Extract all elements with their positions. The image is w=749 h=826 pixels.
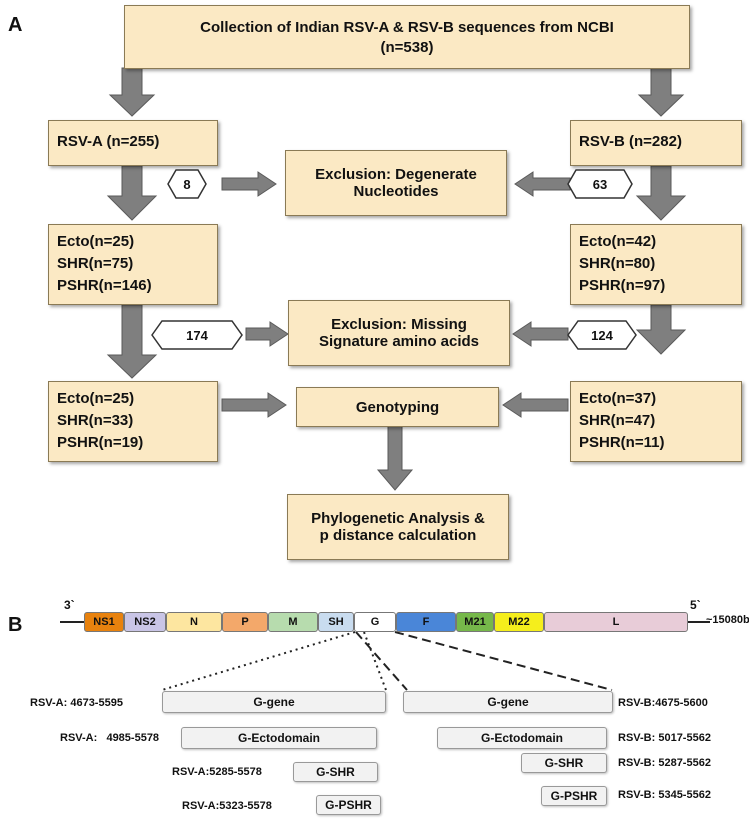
dot-line-left [161,631,356,691]
gene-p: P [222,612,268,632]
rsv-b-pshr-box: G-PSHR [541,786,607,806]
gene-m21: M21 [456,612,494,632]
hex-count-b1: 63 [592,176,608,192]
gene-f: F [396,612,456,632]
rsv-a-step3-shr: SHR(n=33) [57,412,134,429]
hex-shape-b1 [567,169,633,199]
rsv-b-step3-ecto: Ecto(n=37) [579,390,657,407]
rsv-a-shr-box: G-SHR [293,762,378,782]
phylogenetic-line1: Phylogenetic Analysis & [311,510,485,527]
arrow-down-b2 [635,165,687,221]
dash-line-right [394,631,613,691]
genotyping-box: Genotyping [296,387,499,427]
rsv-a-box: RSV-A (n=255) [48,120,218,166]
rsv-b-shr-coord: RSV-B: 5287-5562 [618,757,711,769]
gene-n: N [166,612,222,632]
collection-count: (n=538) [380,38,434,56]
hex-count-a2: 174 [186,327,208,343]
genome-end-3: 3` [64,598,75,612]
dash-line-mid-b [355,631,408,691]
rsv-b-step3-shr: SHR(n=47) [579,412,656,429]
rsv-a-ecto-box: G-Ectodomain [181,727,377,749]
arrow-left-ex2 [512,321,569,347]
gene-m: M [268,612,318,632]
phylogenetic-line2: p distance calculation [319,527,477,544]
rsv-b-pshr-coord: RSV-B: 5345-5562 [618,789,711,801]
hex-shape-b2 [567,320,637,350]
rsv-b-step2-box: Ecto(n=42) SHR(n=80) PSHR(n=97) [570,224,742,305]
arrow-down-b3 [635,304,687,355]
rsv-b-step3-pshr: PSHR(n=11) [579,434,665,451]
collection-box: Collection of Indian RSV-A & RSV-B seque… [124,5,690,69]
panel-label-a: A [8,14,23,36]
gene-g: G [354,612,396,632]
gene-m22: M22 [494,612,544,632]
rsv-b-label: RSV-B (n=282) [579,133,682,150]
exclusion-missing-line2: Signature amino acids [318,333,480,350]
rsv-b-ecto-box: G-Ectodomain [437,727,607,749]
rsv-b-step2-ecto: Ecto(n=42) [579,233,657,250]
arrow-right-ex2 [245,321,289,347]
arrow-down-a1 [108,67,156,117]
exclusion-missing-line1: Exclusion: Missing [331,316,467,333]
exclusion-degenerate-box: Exclusion: Degenerate Nucleotides [285,150,507,216]
exclusion-degenerate-line1: Exclusion: Degenerate [315,166,477,183]
collection-title: Collection of Indian RSV-A & RSV-B seque… [200,18,614,36]
rsv-b-step2-shr: SHR(n=80) [579,255,656,272]
exclusion-missing-box: Exclusion: Missing Signature amino acids [288,300,510,366]
rsv-b-ggene-box: G-gene [403,691,613,713]
arrow-down-a2 [106,165,158,221]
rsv-a-shr-coord: RSV-A:5285-5578 [172,766,262,778]
arrow-left-ex1 [514,171,571,197]
arrow-right-ex1 [221,171,277,197]
gene-ns2: NS2 [124,612,166,632]
dot-line-mid-a [363,631,387,691]
rsv-a-ecto-coord: RSV-A: 4985-5578 [60,732,160,744]
arrow-down-b1 [637,67,685,117]
rsv-a-label: RSV-A (n=255) [57,133,160,150]
rsv-a-ggene-coord: RSV-A: 4673-5595 [30,697,123,709]
rsv-a-step2-pshr: PSHR(n=146) [57,277,152,294]
rsv-a-step3-box: Ecto(n=25) SHR(n=33) PSHR(n=19) [48,381,218,462]
hex-count-b2: 124 [591,327,613,343]
rsv-a-step2-ecto: Ecto(n=25) [57,233,135,250]
arrow-right-geno [221,392,287,418]
gene-ns1: NS1 [84,612,124,632]
genome-length: ~15080bp [706,614,749,626]
rsv-b-box: RSV-B (n=282) [570,120,742,166]
rsv-b-ggene-coord: RSV-B:4675-5600 [618,697,708,709]
exclusion-degenerate-line2: Nucleotides [353,183,439,200]
panel-label-b: B [8,614,23,636]
rsv-b-shr-box: G-SHR [521,753,607,773]
rsv-a-pshr-box: G-PSHR [316,795,381,815]
gene-l: L [544,612,688,632]
hex-count-a1: 8 [183,176,191,192]
rsv-b-step3-box: Ecto(n=37) SHR(n=47) PSHR(n=11) [570,381,742,462]
rsv-a-step3-ecto: Ecto(n=25) [57,390,135,407]
rsv-a-step3-pshr: PSHR(n=19) [57,434,144,451]
hex-shape-a1 [167,169,207,199]
rsv-a-step2-box: Ecto(n=25) SHR(n=75) PSHR(n=146) [48,224,218,305]
arrow-down-geno [376,425,414,491]
hex-shape-a2 [151,320,243,350]
gene-sh: SH [318,612,354,632]
arrow-left-geno [502,392,569,418]
rsv-b-step2-pshr: PSHR(n=97) [579,277,666,294]
rsv-a-ggene-box: G-gene [162,691,386,713]
rsv-a-pshr-coord: RSV-A:5323-5578 [182,800,272,812]
rsv-a-step2-shr: SHR(n=75) [57,255,134,272]
genome-end-5: 5` [690,598,701,612]
phylogenetic-box: Phylogenetic Analysis & p distance calcu… [287,494,509,560]
arrow-down-a3 [106,304,158,379]
genotyping-label: Genotyping [355,398,440,416]
rsv-b-ecto-coord: RSV-B: 5017-5562 [618,732,711,744]
